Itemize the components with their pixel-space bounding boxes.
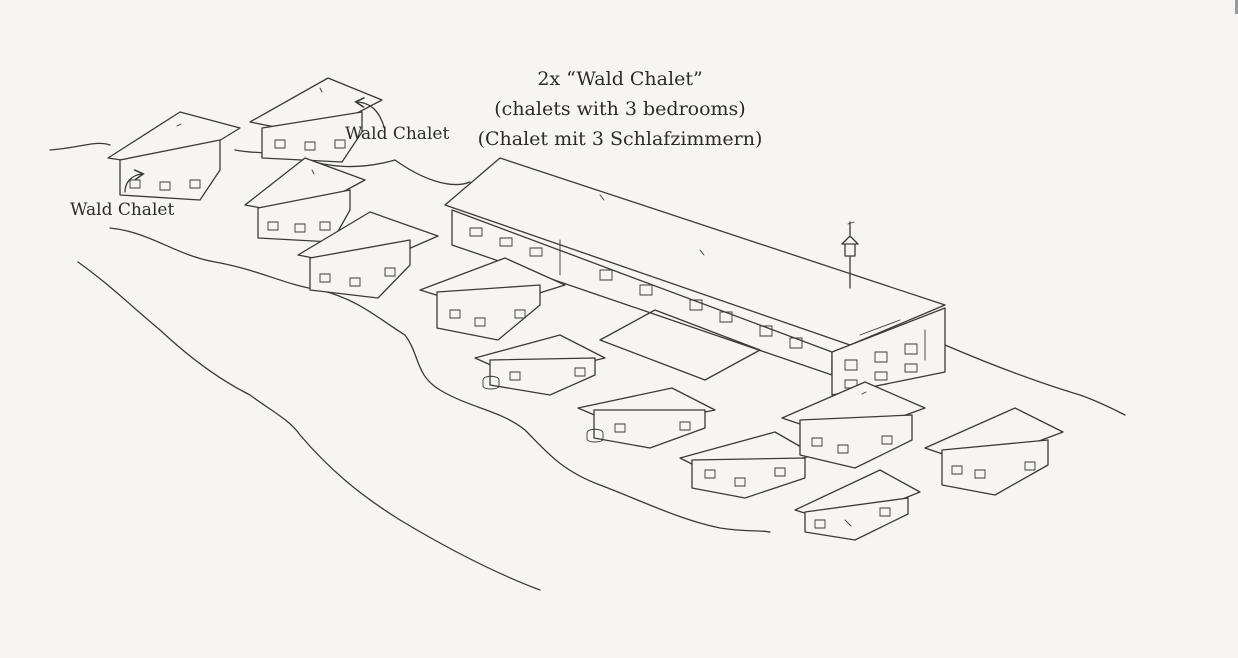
scrollbar-edge[interactable]: [1235, 0, 1238, 14]
chalets: [107, 77, 1064, 541]
arrow-icon: [357, 102, 386, 131]
label-wald-chalet-top: Wald Chalet: [345, 124, 450, 144]
caption-english: (chalets with 3 bedrooms): [494, 98, 746, 120]
caption-german: (Chalet mit 3 Schlafzimmern): [477, 128, 763, 150]
arrow-icon: [124, 174, 142, 193]
caption-title: 2x “Wald Chalet”: [537, 68, 703, 90]
label-wald-chalet-left: Wald Chalet: [70, 200, 175, 220]
caption: 2x “Wald Chalet” (chalets with 3 bedroom…: [470, 64, 770, 154]
weathervane-icon: [841, 221, 859, 289]
main-building: [444, 157, 946, 396]
